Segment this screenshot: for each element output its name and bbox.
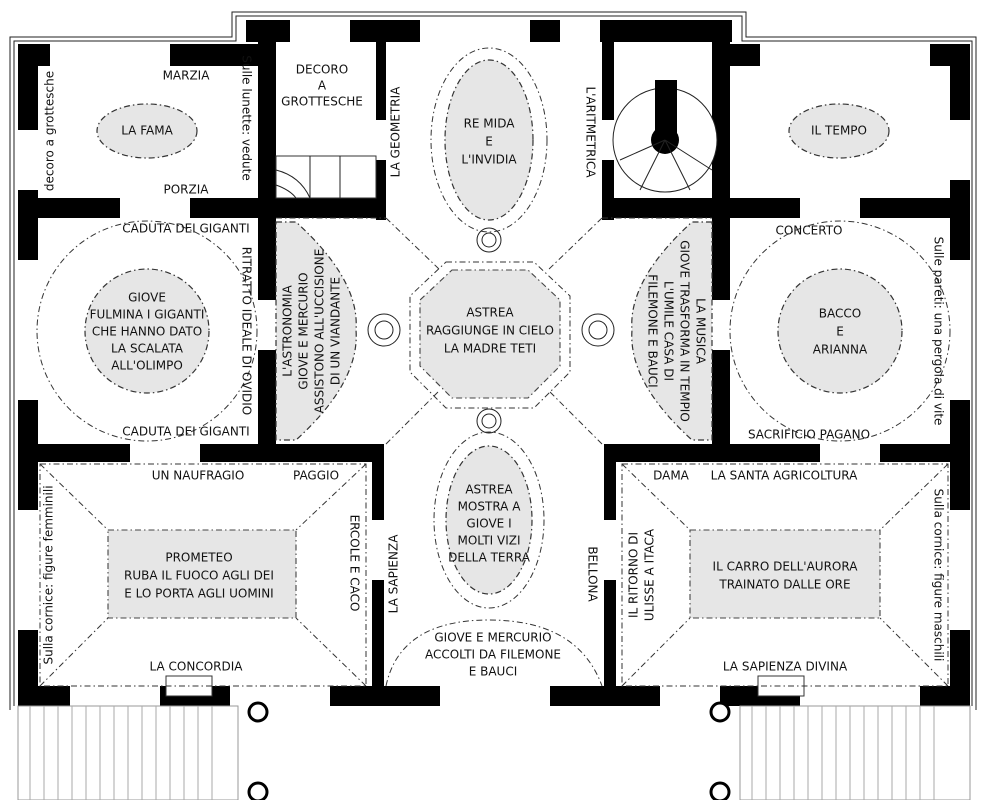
center-right-low-label: BELLONA bbox=[586, 546, 600, 602]
w-scene-circle bbox=[84, 268, 210, 394]
stair-nw bbox=[275, 155, 377, 199]
se-scene-line-0: IL CARRO DELL'AURORA bbox=[713, 560, 859, 574]
center-right-lunette-line-0: LA MUSICA bbox=[694, 298, 708, 365]
center-octagon bbox=[409, 261, 571, 409]
center-left-lunette-line-3: DI UN VIANDANTE bbox=[329, 277, 343, 385]
e-scene-line-0: BACCO bbox=[819, 307, 861, 321]
octagon-line-1: RAGGIUNGE IN CIELO bbox=[426, 324, 554, 338]
center-top-oval-line-1: E bbox=[485, 135, 493, 149]
se-top-left-label: DAMA bbox=[653, 469, 690, 483]
center-bottom-oval-frame bbox=[433, 431, 545, 609]
sw-scene-line-1: RUBA IL FUOCO AGLI DEI bbox=[124, 569, 274, 583]
w-scene-line-2: CHE HANNO DATO bbox=[92, 325, 202, 339]
center-right-lunette bbox=[631, 221, 713, 441]
w-bottom-label: CADUTA DEI GIGANTI bbox=[122, 425, 249, 439]
octagon-line-0: ASTREA bbox=[466, 306, 514, 320]
nw-right-label: Sulle lunette: vedute bbox=[240, 55, 254, 180]
center-top-left-label: LA GEOMETRIA bbox=[389, 86, 403, 177]
nw-scene-label: LA FAMA bbox=[121, 124, 173, 138]
e-scene-line-1: E bbox=[836, 325, 844, 339]
center-top-oval bbox=[444, 59, 534, 221]
center-bottom-oval-line-2: GIOVE I bbox=[466, 517, 511, 531]
e-scene-line-2: ARIANNA bbox=[813, 343, 868, 357]
nw-top-label: MARZIA bbox=[163, 69, 211, 83]
center-bottom-oval-line-0: ASTREA bbox=[465, 483, 513, 497]
w-top-label: CADUTA DEI GIGANTI bbox=[122, 222, 249, 236]
se-right-label: Sulla cornice: figure maschili bbox=[932, 489, 946, 662]
w-scene-line-1: FULMINA I GIGANTI bbox=[90, 308, 205, 322]
center-right-lunette-line-2: L'UMILE CASA DI bbox=[662, 281, 676, 381]
sw-bottom-label: LA CONCORDIA bbox=[150, 660, 244, 674]
center-top-oval-frame bbox=[430, 47, 548, 233]
center-bottom-oval-line-1: MOSTRA A bbox=[458, 500, 522, 514]
e-right-label: Sulle pareti: una pergola di vite bbox=[932, 237, 946, 426]
stair-text-0: DECORO bbox=[296, 63, 348, 77]
center-left-lunette-line-1: GIOVE E MERCURIO bbox=[297, 272, 311, 389]
center-bottom-oval bbox=[445, 445, 533, 595]
center-top-oval-line-2: L'INVIDIA bbox=[461, 153, 517, 167]
w-scene-line-0: GIOVE bbox=[128, 291, 166, 305]
front-stairs-left bbox=[17, 701, 269, 800]
ring-ornaments bbox=[367, 227, 615, 434]
se-room-frame bbox=[621, 463, 949, 687]
w-scene-line-4: ALL'OLIMPO bbox=[111, 359, 183, 373]
nw-left-label: decoro a grottesche bbox=[43, 71, 57, 191]
center-right-lunette-line-1: GIOVE TRASFORMA IN TEMPIO bbox=[678, 240, 692, 422]
nw-bottom-label: PORZIA bbox=[164, 183, 210, 197]
sw-left-label: Sulla cornice: figure femminili bbox=[42, 485, 56, 664]
stair-text-2: GROTTESCHE bbox=[281, 95, 363, 109]
sw-top-left-label: UN NAUFRAGIO bbox=[152, 469, 245, 483]
bottom-lunette bbox=[385, 619, 603, 687]
center-right-lunette-line-3: FILEMONE E BAUCI bbox=[646, 274, 660, 387]
w-room-frame bbox=[36, 220, 258, 442]
sw-top-right-label: PAGGIO bbox=[293, 469, 339, 483]
e-scene-circle bbox=[777, 268, 903, 394]
w-right-label: RITRATTO IDEALE DI OVIDIO bbox=[240, 247, 254, 416]
center-vault-lines bbox=[276, 217, 712, 445]
room-labels: LA FAMA MARZIA PORZIA decoro a grottesch… bbox=[42, 55, 946, 678]
nw-scene-oval bbox=[96, 103, 198, 159]
octagon-line-2: LA MADRE TETI bbox=[444, 342, 536, 356]
sw-scene-line-2: E LO PORTA AGLI UOMINI bbox=[124, 587, 273, 601]
ne-scene-oval bbox=[788, 103, 890, 159]
w-scene-line-3: LA SCALATA bbox=[111, 342, 184, 356]
center-top-right-label: L'ARITMETRICA bbox=[584, 86, 598, 178]
se-scene-line-1: TRAINATO DALLE ORE bbox=[718, 578, 850, 592]
bottom-lunette-line-1: ACCOLTI DA FILEMONE bbox=[425, 648, 561, 662]
front-stairs-right bbox=[709, 701, 971, 800]
se-top-right-label: LA SANTA AGRICOLTURA bbox=[711, 469, 858, 483]
se-left-line-1: ULISSE A ITACA bbox=[643, 528, 657, 621]
outer-outline bbox=[9, 11, 977, 710]
ne-scene-label: IL TEMPO bbox=[811, 124, 867, 138]
sw-scene-line-0: PROMETEO bbox=[165, 551, 232, 565]
se-left-line-0: IL RITORNO DI bbox=[627, 532, 641, 618]
e-top-label: CONCERTO bbox=[775, 224, 842, 238]
stair-text-1: A bbox=[318, 79, 327, 93]
center-bottom-oval-line-4: DELLA TERRA bbox=[448, 551, 531, 565]
center-left-lunette bbox=[275, 221, 357, 441]
stair-ne bbox=[612, 80, 718, 193]
walls bbox=[18, 20, 970, 706]
e-bottom-label: SACRIFICIO PAGANO bbox=[748, 428, 870, 442]
center-bottom-oval-line-3: MOLTI VIZI bbox=[457, 534, 520, 548]
center-left-lunette-line-2: ASSISTONO ALL'UCCISIONE bbox=[313, 249, 327, 414]
bottom-lunette-line-0: GIOVE E MERCURIO bbox=[434, 631, 551, 645]
sw-room-frame bbox=[39, 463, 367, 687]
center-left-low-label: LA SAPIENZA bbox=[387, 534, 401, 614]
e-room-frame bbox=[729, 220, 951, 442]
center-left-lunette-line-0: L'ASTRONOMIA bbox=[281, 284, 295, 376]
se-bottom-label: LA SAPIENZA DIVINA bbox=[723, 660, 848, 674]
bottom-lunette-line-2: E BAUCI bbox=[469, 665, 518, 679]
sw-right-label: ERCOLE E CACO bbox=[348, 515, 362, 612]
center-top-oval-line-0: RE MIDA bbox=[464, 117, 516, 131]
